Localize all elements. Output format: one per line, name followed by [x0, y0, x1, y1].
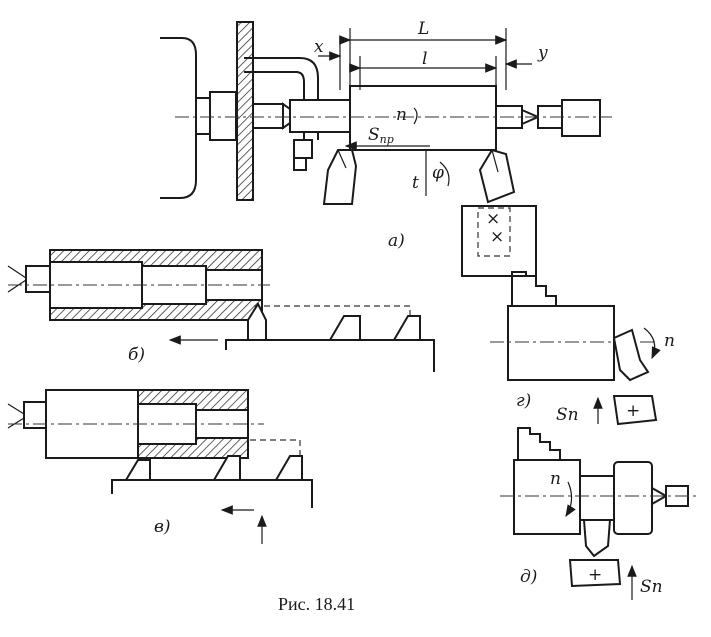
d-workpiece-neck: [579, 475, 615, 521]
v-clamp-left: [7, 403, 25, 429]
v-tool-path: [250, 439, 301, 458]
spindle-hub: [195, 97, 211, 135]
d-label-n: n: [550, 469, 561, 489]
b-tool-base: [225, 339, 435, 372]
panel-d-label: д): [520, 567, 537, 587]
left-tool-edge: [337, 149, 347, 169]
panel-a-label: а): [388, 231, 405, 251]
panel-d-grooving: + n Sn д): [500, 427, 696, 600]
label-phi: φ: [432, 163, 444, 183]
mark-x-1: ×: [486, 209, 500, 229]
b-tool-1: [247, 301, 267, 341]
tailstock-body: [561, 99, 601, 137]
label-l: l: [422, 49, 427, 69]
rotation-mark-a: [413, 107, 418, 125]
g-chuck-jaws: [511, 271, 557, 309]
v-tool-3: [274, 455, 303, 481]
right-tool-edge: [491, 149, 499, 173]
g-label-n: n: [664, 331, 675, 351]
dog-screw: [293, 157, 307, 171]
mark-x-2: ×: [490, 227, 504, 247]
left-tool: [322, 149, 358, 205]
g-label-sn: Sn: [556, 405, 579, 425]
g-tool-holder: [612, 395, 658, 426]
label-y: y: [537, 43, 548, 63]
b-clamp-left: [7, 265, 27, 293]
dog-clamp: [293, 139, 313, 159]
label-n-a: n: [396, 105, 407, 125]
d-tool: [582, 519, 612, 558]
driving-dog: [244, 57, 319, 140]
workpiece-main: [349, 85, 497, 151]
g-rotation-arc: [643, 327, 661, 360]
label-L: L: [417, 19, 429, 39]
angle-arc: [439, 161, 450, 187]
label-x: x: [314, 37, 324, 57]
g-cross-mark: +: [626, 401, 640, 421]
workpiece-shaft-left: [289, 99, 351, 133]
d-workpiece-right: [613, 461, 653, 535]
d-tool-holder: [568, 559, 622, 588]
g-workpiece: [507, 305, 615, 381]
panel-b-label: б): [128, 345, 145, 365]
v-tool-2: [212, 455, 241, 481]
d-label-sn: Sn: [640, 577, 663, 597]
b-tool-2: [328, 315, 361, 341]
g-tool: [612, 328, 650, 382]
figure-caption: Рис. 18.41: [278, 594, 355, 614]
panel-v-label: в): [154, 517, 171, 537]
driving-plate: [236, 21, 254, 201]
d-cross-mark: +: [588, 565, 602, 585]
b-tool-path: [254, 305, 411, 320]
faceplate-outline: [160, 37, 197, 199]
panel-a-turning-between-centers: L l x y Sпр n × × t φ а): [160, 19, 612, 277]
panel-v-stepped-boring: в): [7, 389, 313, 544]
label-t: t: [412, 173, 419, 193]
d-chuck-jaws: [517, 427, 561, 463]
label-s-main: Sпр: [368, 125, 394, 146]
spindle-shaft: [252, 103, 284, 129]
tool-post-dashed: [477, 207, 511, 257]
b-shank: [25, 265, 51, 293]
v-tool-1: [124, 459, 151, 481]
panel-b-boring: б): [7, 249, 435, 372]
d-rotation-arc: [565, 481, 576, 518]
d-workpiece-left: [513, 459, 581, 535]
v-tool-base: [111, 479, 313, 508]
panel-g-facing: + n Sn г): [490, 271, 675, 426]
panel-g-label: г): [516, 391, 531, 411]
spindle-collar: [209, 91, 237, 141]
b-tool-3: [392, 315, 421, 341]
right-tool: [478, 148, 516, 204]
